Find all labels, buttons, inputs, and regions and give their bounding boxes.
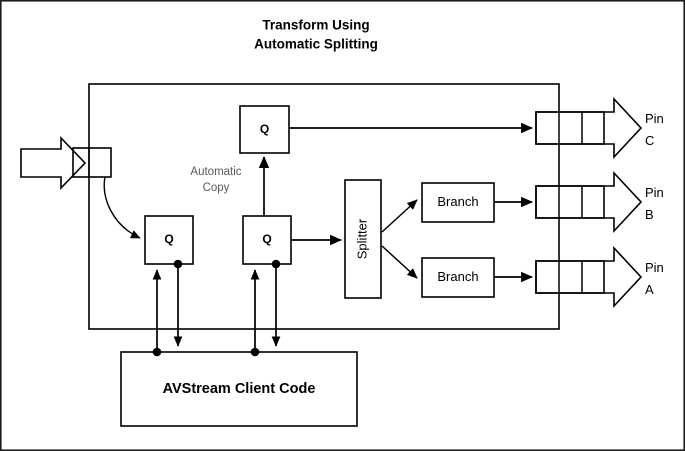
- splitter-box: [344, 179, 382, 299]
- queue-top-label: Q: [260, 122, 269, 136]
- pin-c-label-line2: C: [645, 133, 654, 148]
- queue-left-box: [144, 215, 194, 265]
- client-code-box: [120, 351, 358, 427]
- input-pin-connector: [72, 147, 112, 178]
- queue-left-label: Q: [164, 232, 173, 246]
- client-to-queue-middle-endpoint-dot: [250, 347, 260, 357]
- pin-a-connector: [535, 260, 605, 294]
- queue-left-to-client-endpoint-dot: [173, 259, 183, 269]
- pin-b-label-line1: Pin: [645, 185, 664, 200]
- diagram-title-line2: Automatic Splitting: [254, 37, 378, 52]
- branch-bottom-label: Branch: [437, 269, 478, 284]
- splitter-to-branch-top-link: [381, 199, 418, 233]
- pin-c-label-line1: Pin: [645, 111, 664, 126]
- queue-middle-label: Q: [262, 232, 271, 246]
- pin-a-label-line2: A: [645, 282, 654, 297]
- client-to-queue-left-endpoint-dot: [152, 347, 162, 357]
- pin-a-block-arrow: [535, 245, 643, 309]
- queue-middle-to-client-endpoint-dot: [271, 259, 281, 269]
- client-code-label: AVStream Client Code: [163, 381, 316, 397]
- queue-top-box: [239, 105, 290, 154]
- pin-a-label-line1: Pin: [645, 260, 664, 275]
- automatic-copy-label-line2: Copy: [203, 182, 230, 194]
- pin-c-connector: [535, 111, 605, 145]
- branch-top-label: Branch: [437, 194, 478, 209]
- transform-boundary-box: [88, 83, 560, 330]
- pin-b-label-line2: B: [645, 207, 654, 222]
- pin-c-block-arrow: [535, 96, 643, 160]
- diagram-title-line1: Transform Using: [262, 18, 369, 33]
- pin-b-connector: [535, 185, 605, 219]
- splitter-to-branch-bottom-link: [381, 245, 418, 279]
- splitter-label: Splitter: [354, 218, 369, 259]
- input-to-queue-curve: [103, 176, 141, 239]
- automatic-copy-label-line1: Automatic: [190, 166, 241, 178]
- input-block-arrow: [20, 136, 87, 190]
- pin-b-block-arrow: [535, 170, 643, 234]
